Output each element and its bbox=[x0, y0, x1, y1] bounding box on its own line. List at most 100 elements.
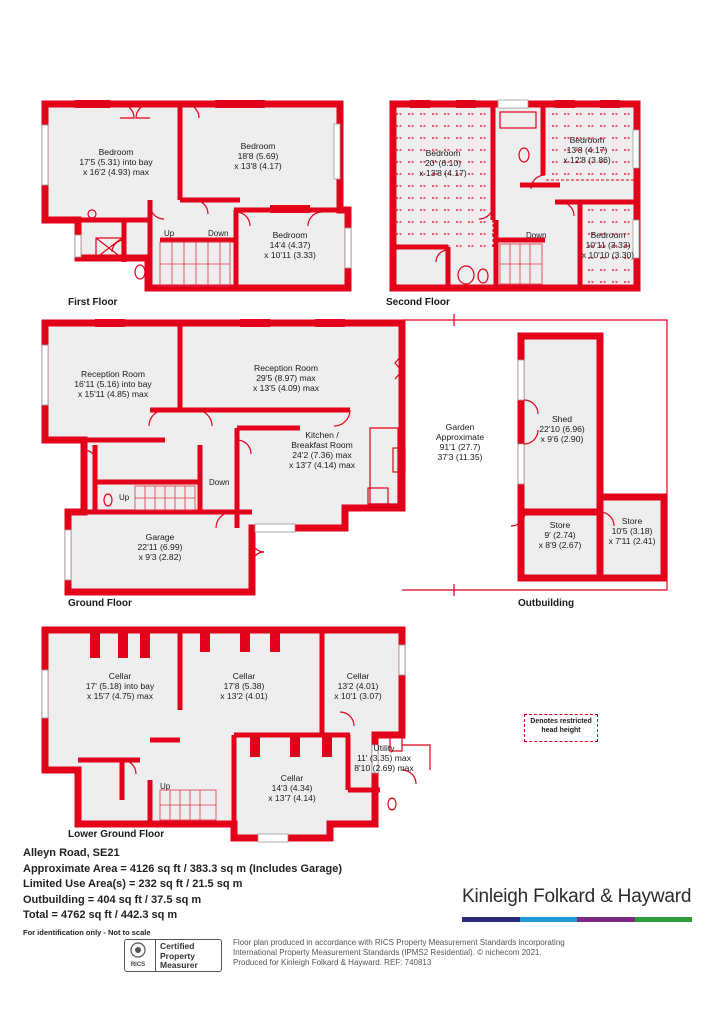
stair-label-up: Up bbox=[119, 493, 130, 502]
room-label-line: x 15'11 (4.85) max bbox=[78, 389, 149, 399]
room-label-line: Reception Room bbox=[81, 369, 145, 379]
lower-ground-floor-plan bbox=[41, 626, 431, 843]
room-label-line: 14'4 (4.37) bbox=[270, 240, 311, 250]
room-label-line: 13'2 (4.01) bbox=[338, 681, 379, 691]
room-label-line: x 13'8 (4.17) bbox=[419, 168, 467, 178]
room-label-line: 17' (5.18) into bay bbox=[86, 681, 155, 691]
room-label-line: 24'2 (7.36) max bbox=[292, 450, 352, 460]
rics-badge-line: Certified bbox=[160, 941, 195, 951]
room-label-line: x 9'6 (2.90) bbox=[541, 434, 584, 444]
floor-label-lower-ground: Lower Ground Floor bbox=[68, 829, 165, 840]
room-label-line: Breakfast Room bbox=[291, 440, 353, 450]
room-label-line: 29'5 (8.97) max bbox=[256, 373, 316, 383]
room-label-line: Utility bbox=[373, 743, 395, 753]
room-label-line: Cellar bbox=[109, 671, 132, 681]
property-address: Alleyn Road, SE21 bbox=[23, 847, 120, 859]
brand-color-bar bbox=[462, 917, 692, 922]
rics-logo: RICS bbox=[130, 942, 146, 968]
garden-boundary bbox=[402, 314, 668, 596]
room-label-line: x 13'2 (4.01) bbox=[220, 691, 268, 701]
brand-bar-segment bbox=[577, 917, 635, 922]
lower-floor-stairs bbox=[159, 789, 217, 821]
room-label-line: Approximate bbox=[436, 432, 484, 442]
room-label-line: Shed bbox=[552, 414, 572, 424]
stair-label-down: Down bbox=[209, 478, 229, 487]
room-label-line: x 15'7 (4.75) max bbox=[87, 691, 154, 701]
restricted-legend-line: head height bbox=[541, 726, 581, 734]
room-label-line: Garage bbox=[146, 532, 175, 542]
room-label-line: x 7'11 (2.41) bbox=[609, 536, 656, 546]
outbuilding-plan bbox=[510, 332, 668, 582]
room-label-line: x 13'5 (4.09) max bbox=[253, 383, 320, 393]
agent-brand-name: Kinleigh Folkard & Hayward bbox=[462, 886, 692, 907]
room-label-line: Bedroom bbox=[426, 148, 461, 158]
brand-bar-segment bbox=[634, 917, 692, 922]
floor-label-second: Second Floor bbox=[386, 297, 450, 308]
room-label-line: Garden bbox=[446, 422, 475, 432]
room-label-line: Bedroom bbox=[273, 230, 308, 240]
room-label-line: Bedroom bbox=[241, 141, 276, 151]
limited-use-area: Limited Use Area(s) = 232 sq ft / 21.5 s… bbox=[23, 878, 243, 890]
stair-label-down: Down bbox=[208, 229, 228, 238]
restricted-height-legend: Denotes restricted head height bbox=[524, 714, 598, 742]
room-label-line: 20' (6.10) bbox=[425, 158, 461, 168]
room-label-line: 17'5 (5.31) into bay bbox=[79, 157, 153, 167]
room-label-line: Store bbox=[622, 516, 643, 526]
outbuilding-area: Outbuilding = 404 sq ft / 37.5 sq m bbox=[23, 893, 202, 906]
stair-label-down: Down bbox=[526, 231, 546, 240]
ground-floor-stairs bbox=[134, 485, 196, 511]
room-label-line: Cellar bbox=[347, 671, 370, 681]
room-label-line: Cellar bbox=[281, 773, 304, 783]
room-label-line: Reception Room bbox=[254, 363, 318, 373]
floor-label-first: First Floor bbox=[68, 297, 118, 308]
room-label-line: 17'8 (5.38) bbox=[224, 681, 265, 691]
room-label-line: Kitchen / bbox=[305, 430, 339, 440]
room-label-line: Bedroom bbox=[591, 230, 626, 240]
total-area: Total = 4762 sq ft / 442.3 sq m bbox=[23, 909, 178, 921]
first-floor-stairs bbox=[159, 241, 231, 287]
second-floor-stairs bbox=[499, 243, 543, 285]
ground-floor-plan bbox=[41, 319, 406, 596]
room-label-line: x 13'7 (4.14) max bbox=[289, 460, 356, 470]
room-label-line: 10'5 (3.18) bbox=[612, 526, 653, 536]
rics-logo-text: RICS bbox=[131, 962, 145, 968]
room-label-line: Cellar bbox=[233, 671, 256, 681]
room-label-line: Bedroom bbox=[570, 135, 605, 145]
room-label-line: 22'10 (6.96) bbox=[539, 424, 585, 434]
stair-label-up: Up bbox=[160, 782, 171, 791]
area-summary: Alleyn Road, SE21 Approximate Area = 412… bbox=[23, 846, 342, 940]
room-label-line: x 13'8 (4.17) bbox=[234, 161, 282, 171]
room-label-line: Bedroom bbox=[99, 147, 134, 157]
room-label-line: x 10'1 (3.07) bbox=[334, 691, 382, 701]
disclaimer-line: Produced for Kinleigh Folkard & Hayward.… bbox=[233, 958, 432, 967]
room-label-line: x 13'7 (4.14) bbox=[268, 793, 316, 803]
rics-certified-badge: Certified Property Measurer bbox=[124, 939, 222, 972]
room-label-line: 10'11 (3.33) bbox=[586, 240, 631, 250]
floor-label-ground: Ground Floor bbox=[68, 598, 132, 609]
disclaimer-line: Floor plan produced in accordance with R… bbox=[233, 938, 565, 947]
rics-logo-box bbox=[125, 940, 156, 971]
rics-badge-line: Property bbox=[160, 950, 195, 961]
room-label-line: 13'8 (4.17) bbox=[567, 145, 608, 155]
stair-label-up: Up bbox=[164, 229, 175, 238]
room-label-line: x 10'11 (3.33) bbox=[264, 250, 316, 260]
brand-bar-segment bbox=[519, 917, 577, 922]
room-label-line: 18'8 (5.69) bbox=[238, 151, 279, 161]
first-floor-plan bbox=[41, 100, 352, 292]
room-label-line: x 10'10 (3.30) bbox=[582, 250, 634, 260]
